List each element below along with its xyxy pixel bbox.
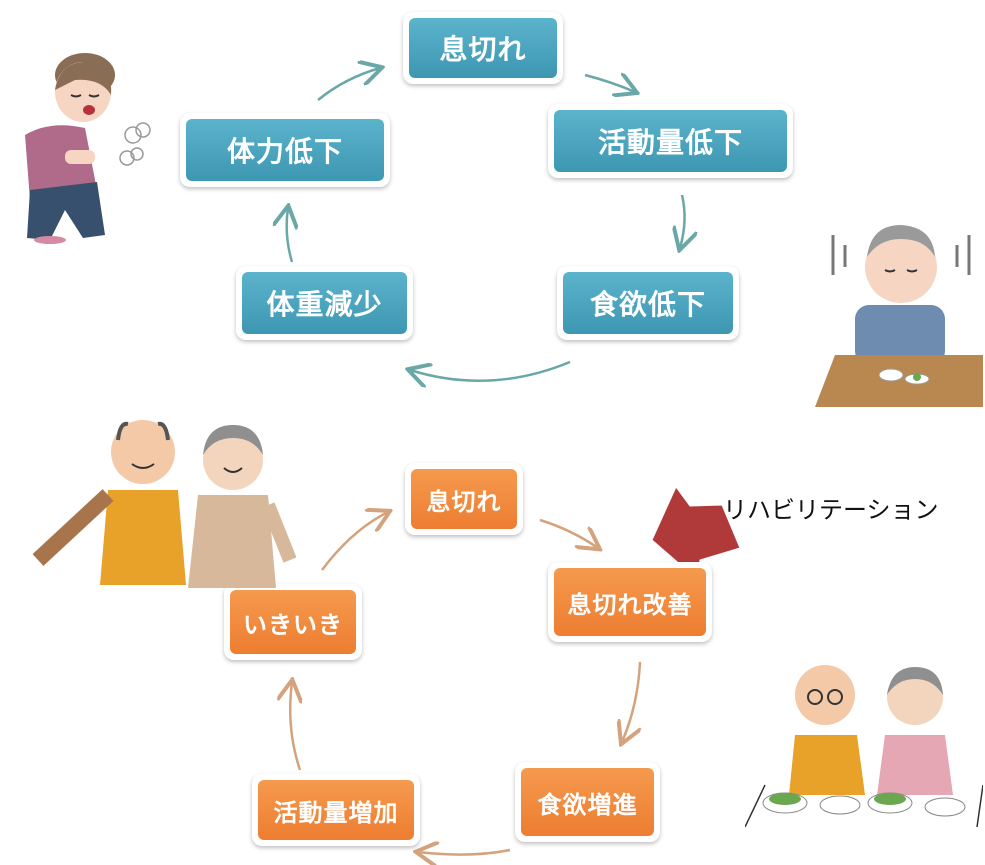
vicious-node-breathless: 息切れ [403,12,563,84]
node-label: 体力低下 [186,119,384,181]
elderly-couple-eating-icon [745,665,983,827]
vicious-node-activity-decrease: 活動量低下 [548,104,793,178]
arrow-v4-v5 [287,208,292,263]
arrow-g5-g1 [321,512,388,571]
node-label: 食欲増進 [521,768,654,836]
intervention-arrow [651,486,741,582]
virtuous-node-activity-increase: 活動量増加 [252,774,420,846]
happy-elderly-couple-icon [32,420,296,588]
node-label: いきいき [230,590,356,654]
tired-woman-icon [25,53,151,244]
arrow-v3-v4 [410,360,571,381]
virtuous-node-appetite-increase: 食欲増進 [515,762,660,842]
arrow-g4-g5 [290,682,300,771]
arrow-g2-g3 [622,661,640,742]
arrow-v1-v2 [584,75,635,92]
virtuous-node-breath-improved: 息切れ改善 [548,562,712,642]
intervention-label: リハビリテーション [723,496,939,524]
node-label: 体重減少 [242,272,407,334]
node-label: 食欲低下 [563,272,733,334]
arrow-g3-g4 [418,850,511,855]
node-label: 息切れ [411,469,517,529]
vicious-node-stamina-decrease: 体力低下 [180,113,390,187]
vicious-node-appetite-decrease: 食欲低下 [557,266,739,340]
vicious-node-weight-loss: 体重減少 [236,266,413,340]
node-label: 息切れ改善 [554,568,706,636]
arrow-v5-v1 [317,68,380,101]
arrow-g1-g2 [539,518,598,548]
node-label: 息切れ [409,18,557,78]
virtuous-node-breathless: 息切れ [405,463,523,535]
sad-elderly-man-eating-icon [815,225,983,407]
arrow-v2-v3 [680,194,685,248]
node-label: 活動量増加 [258,780,414,840]
node-label: 活動量低下 [554,110,787,172]
virtuous-node-lively: いきいき [224,584,362,660]
